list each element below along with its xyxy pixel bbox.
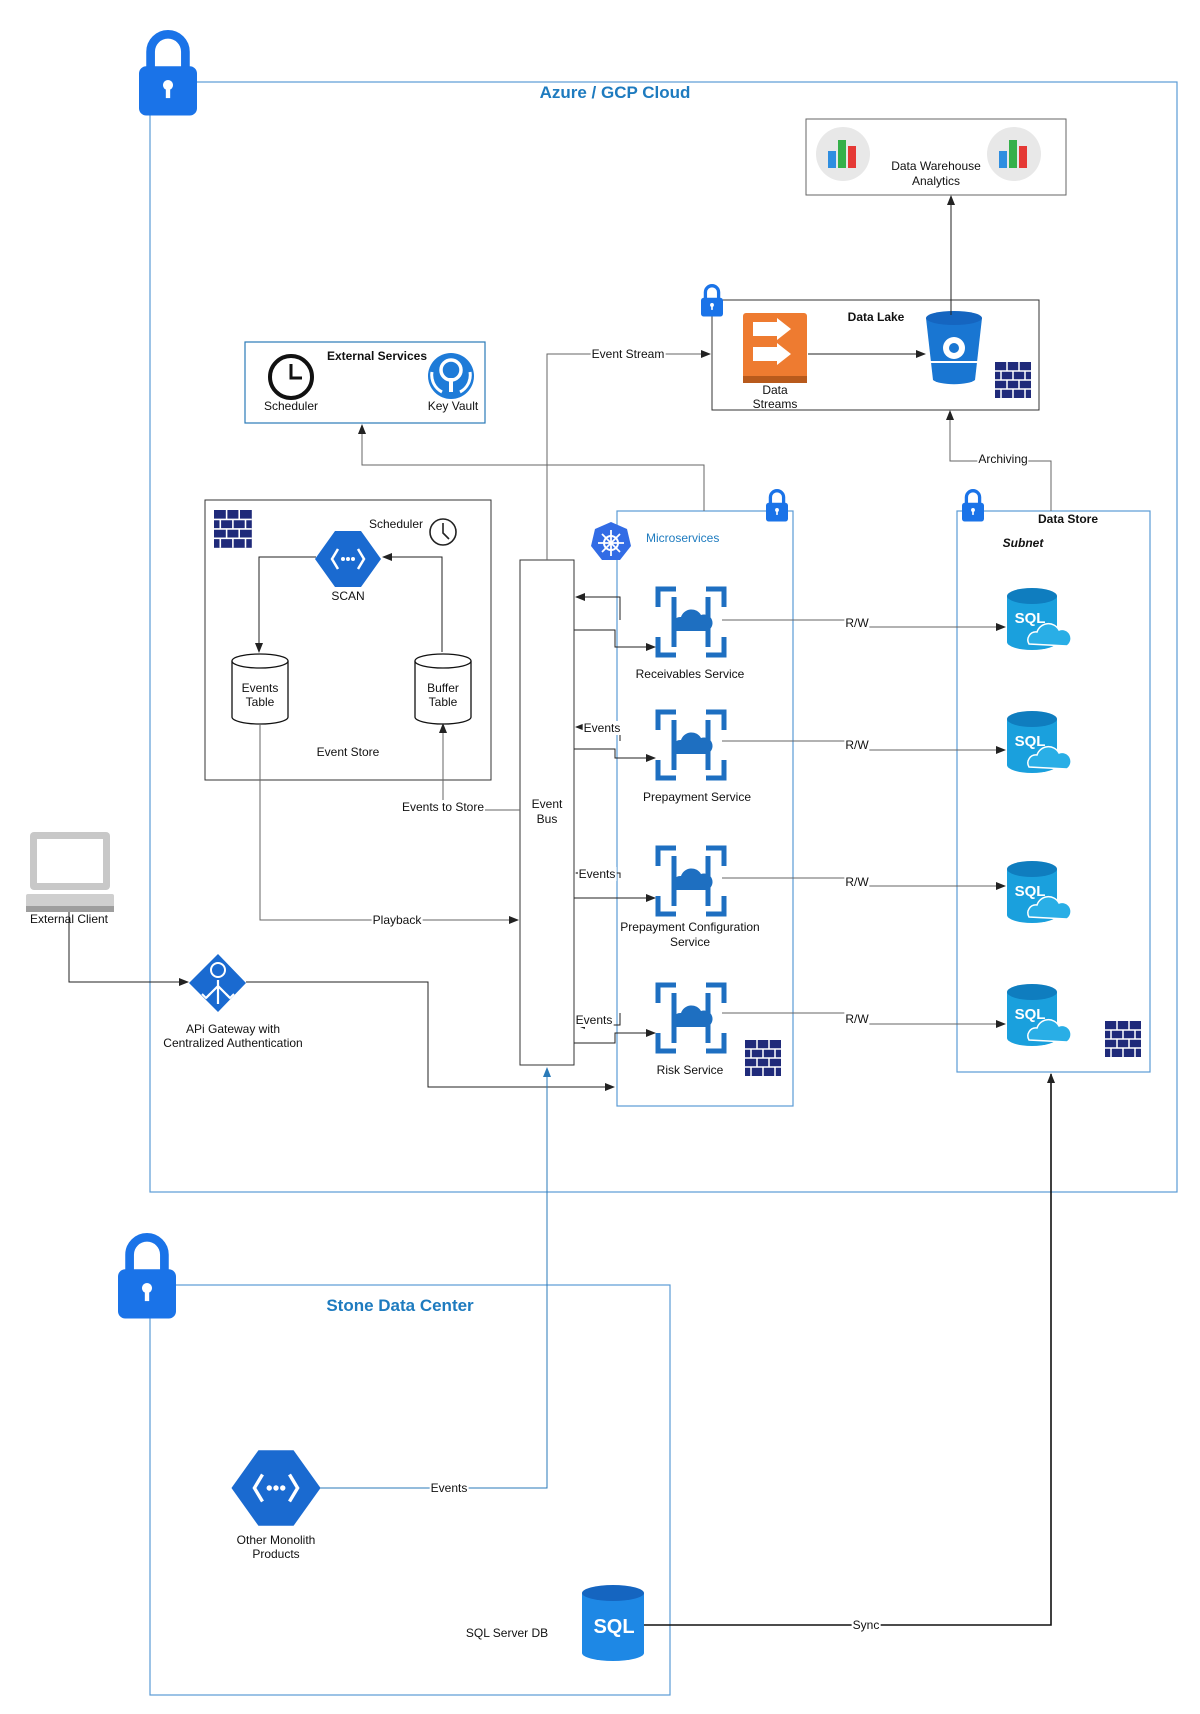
events-table-label-2: Table xyxy=(245,695,275,709)
datacenter-region xyxy=(149,1284,671,1696)
monolith-events-label: Events xyxy=(429,1481,469,1495)
events-table-label: Events xyxy=(241,681,279,695)
data-streams-label-2: Streams xyxy=(752,397,798,411)
firewall-icon xyxy=(744,1039,782,1077)
monolith-events-arrow xyxy=(320,1067,551,1489)
datacenter-region-title: Stone Data Center xyxy=(326,1296,474,1315)
prepayment-configuration-label: Prepayment Configuration xyxy=(620,920,760,934)
gateway-to-services-arrow xyxy=(246,981,615,1091)
lock-icon xyxy=(699,284,725,319)
warehouse-label-2: Analytics xyxy=(911,174,961,188)
events-table-cylinder xyxy=(231,653,289,725)
scheduler-label: Scheduler xyxy=(263,399,319,413)
external-services-title: External Services xyxy=(326,349,428,363)
cloud-region-title: Azure / GCP Cloud xyxy=(539,83,691,102)
lock-icon xyxy=(764,489,790,524)
storage-bucket-icon xyxy=(926,311,982,385)
scan-to-events-table-arrow xyxy=(255,556,316,653)
sql-server-label: SQL Server DB xyxy=(465,1626,549,1640)
clock-icon xyxy=(429,518,457,546)
lock-icon xyxy=(960,489,986,524)
lock-icon xyxy=(139,34,197,115)
events-label: Events xyxy=(574,1013,614,1027)
sql-server-icon-text: SQL xyxy=(593,1616,635,1638)
api-gateway-label: APi Gateway with xyxy=(185,1022,281,1036)
event-bus-label-2: Bus xyxy=(536,812,558,826)
rw-label: R/W xyxy=(844,875,870,889)
rw-label: R/W xyxy=(844,616,870,630)
risk-service-label: Risk Service xyxy=(656,1063,724,1077)
microservices-title: Microservices xyxy=(646,531,720,545)
data-store-box xyxy=(956,510,1151,1073)
firewall-icon xyxy=(213,509,253,549)
bus-to-prepayment-arrow xyxy=(574,748,656,762)
firewall-icon xyxy=(994,361,1032,399)
sync-arrow xyxy=(644,1073,1055,1626)
buffer-table-label-2: Table xyxy=(428,695,458,709)
sql-icon-text: SQL xyxy=(1014,1006,1046,1023)
sql-icon-text: SQL xyxy=(1014,733,1046,750)
rw-label: R/W xyxy=(844,738,870,752)
scan-label: SCAN xyxy=(331,589,365,603)
event-bus-box xyxy=(519,559,575,1066)
monolith-label: Other Monolith xyxy=(236,1533,316,1547)
prepayment-configuration-service-icon xyxy=(658,848,724,914)
key-vault-label: Key Vault xyxy=(427,399,479,413)
prepayment-service-label: Prepayment Service xyxy=(642,790,752,804)
client-to-gateway-arrow xyxy=(68,912,189,986)
event-store-title: Event Store xyxy=(316,745,380,759)
services-to-external-arrow xyxy=(358,424,705,511)
sql-server-icon xyxy=(582,1585,644,1661)
events-label: Events xyxy=(577,867,617,881)
cloud-region xyxy=(149,81,1178,1193)
buffer-to-scan-arrow xyxy=(382,553,443,652)
subnet-label: Subnet xyxy=(1002,536,1044,550)
event-stream-arrow xyxy=(546,350,711,560)
data-store-title: Data Store xyxy=(1037,512,1099,526)
playback-arrow xyxy=(259,724,519,924)
rw-label: R/W xyxy=(844,1012,870,1026)
risk-service-icon xyxy=(658,985,724,1051)
bus-to-receivables-arrow xyxy=(574,629,656,651)
key-vault-icon xyxy=(428,353,474,399)
bus-to-risk-arrow xyxy=(574,1029,656,1044)
sql-icon-text: SQL xyxy=(1014,610,1046,627)
prepayment-configuration-label-2: Service xyxy=(669,935,711,949)
data-lake-title: Data Lake xyxy=(847,310,905,324)
prepayment-service-icon xyxy=(658,712,724,778)
playback-label: Playback xyxy=(371,913,423,927)
events-to-store-label: Events to Store xyxy=(400,800,486,814)
external-client-label: External Client xyxy=(29,912,109,926)
warehouse-label: Data Warehouse xyxy=(891,159,981,173)
analytics-chart-icon xyxy=(987,127,1041,181)
receivables-service-icon xyxy=(658,589,724,655)
sql-icon-text: SQL xyxy=(1014,883,1046,900)
firewall-icon xyxy=(1104,1020,1142,1058)
api-gateway-label-2: Centralized Authentication xyxy=(163,1036,303,1050)
events-label: Events xyxy=(582,721,622,735)
clock-icon xyxy=(268,354,314,400)
event-stream-label: Event Stream xyxy=(590,347,666,361)
laptop-icon xyxy=(26,832,114,912)
analytics-chart-icon xyxy=(816,127,870,181)
microservices-box xyxy=(616,510,794,1107)
buffer-table-label: Buffer xyxy=(427,681,459,695)
sync-label: Sync xyxy=(851,1618,881,1632)
data-streams-icon xyxy=(743,313,807,383)
event-bus-label: Event xyxy=(531,797,563,811)
api-gateway-icon xyxy=(189,954,246,1012)
lock-icon xyxy=(118,1237,176,1318)
archiving-label: Archiving xyxy=(977,452,1029,466)
receivables-service-label: Receivables Service xyxy=(635,667,745,681)
monolith-function-icon xyxy=(229,1448,323,1528)
data-streams-label: Data xyxy=(762,383,788,397)
event-store-scheduler-label: Scheduler xyxy=(368,517,424,531)
receivables-events-arrow xyxy=(575,593,621,620)
monolith-label-2: Products xyxy=(252,1547,300,1561)
kubernetes-icon xyxy=(591,522,631,560)
